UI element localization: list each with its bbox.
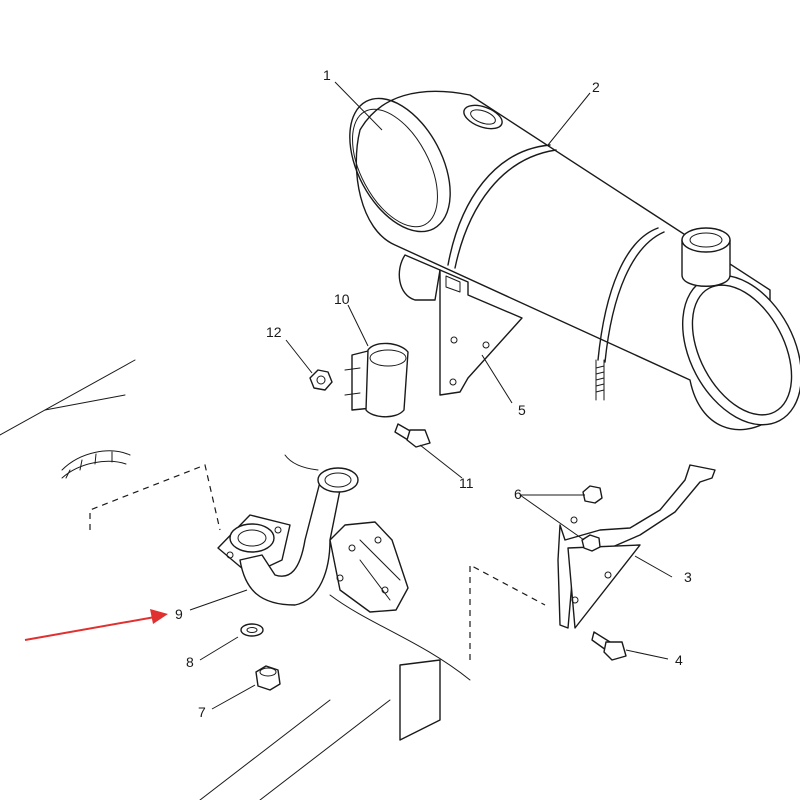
muffler [349,90,800,431]
band-front [447,144,665,401]
bolt-11 [394,423,431,448]
callout-4: 4 [675,652,683,668]
washer-8 [240,623,264,637]
callout-6: 6 [514,486,522,502]
nut-7 [255,665,281,691]
exhaust-elbow [217,467,359,606]
nut-upper [582,485,603,504]
callout-12: 12 [266,324,282,340]
bracket-upper [439,269,523,396]
bolt-4 [591,631,627,661]
nut-12 [309,369,333,391]
callout-7: 7 [198,704,206,720]
leader-lines [189,81,673,710]
callout-1: 1 [323,67,331,83]
highlight-arrow [24,609,168,641]
callout-9: 9 [175,606,183,622]
engine-block-outline [0,359,471,800]
dashed-connections [89,464,546,660]
callout-3: 3 [684,569,692,585]
callout-10: 10 [334,291,350,307]
nut-lower [581,534,601,552]
callout-5: 5 [518,402,526,418]
callout-11: 11 [459,475,474,491]
callout-2: 2 [592,79,600,95]
bracket-lower [557,464,716,629]
clamp-10 [344,342,409,418]
callout-8: 8 [186,654,194,670]
callout-labels: 1 2 3 4 5 6 7 8 9 10 11 12 [175,67,692,720]
